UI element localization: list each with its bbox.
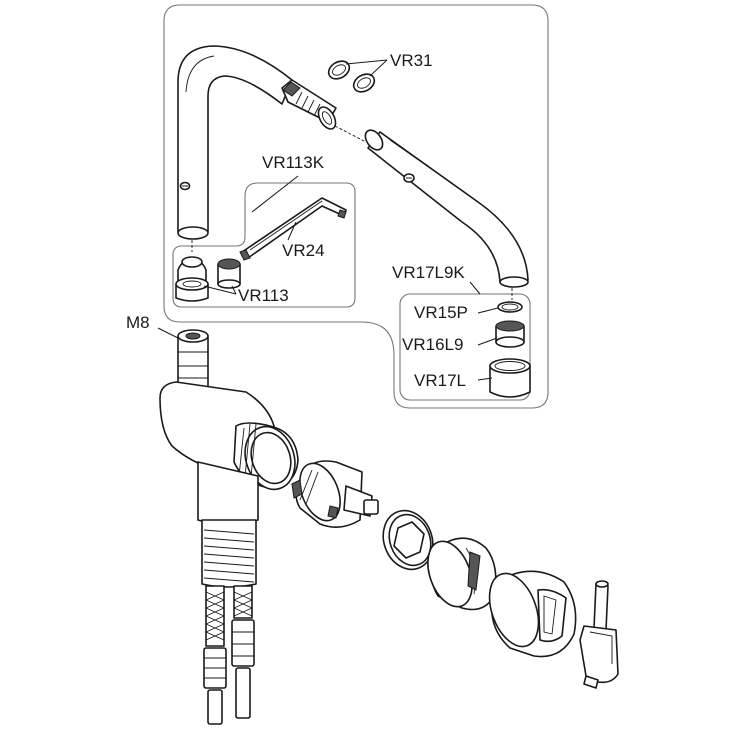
locking-nut [382,509,434,571]
leader-m8 [157,327,179,339]
braided-hose-right [231,585,255,719]
label-m8: M8 [126,313,150,332]
leader-vr17l [477,377,493,381]
label-vr24: VR24 [282,241,325,260]
o-ring-vr31-a [327,60,351,80]
o-ring-vr31-b [352,73,376,93]
sleeve [427,537,497,611]
label-vr16l9: VR16L9 [402,335,463,354]
leader-vr24 [287,221,297,241]
leader-vr17l9k [469,281,481,295]
vr17l9k-kit-frame [399,293,531,401]
braided-hose-left [203,585,227,725]
upper-spout-tube [177,45,337,240]
label-vr113: VR113 [238,286,289,305]
lever-handle [579,580,619,689]
tap-body [159,329,299,588]
label-vr17l9k: VR17L9K [392,263,465,282]
leader-vr113-a [203,285,237,295]
label-vr15p: VR15P [414,303,468,322]
leader-vr113k [251,175,299,213]
leader-vr15p [477,307,499,314]
insert-vr113-a [175,256,209,302]
hex-key-vr24 [239,197,347,261]
label-vr113k: VR113K [262,153,325,172]
handle-cap [488,570,577,658]
label-vr17l: VR17L [414,371,466,390]
aerator-vr16l9 [495,320,525,348]
label-vr31: VR31 [390,51,433,70]
vr113k-kit-frame [172,182,356,308]
aerator-housing-vr17l [489,358,531,398]
lower-spout-tube [364,129,529,288]
spout-kit-frame [163,4,549,409]
cartridge [291,460,379,528]
leader-vr31-a [345,59,388,65]
leader-vr31-b [369,59,388,77]
insert-vr113-b [217,258,241,289]
leader-vr113-b [231,285,237,295]
leader-vr16l9 [477,337,498,346]
